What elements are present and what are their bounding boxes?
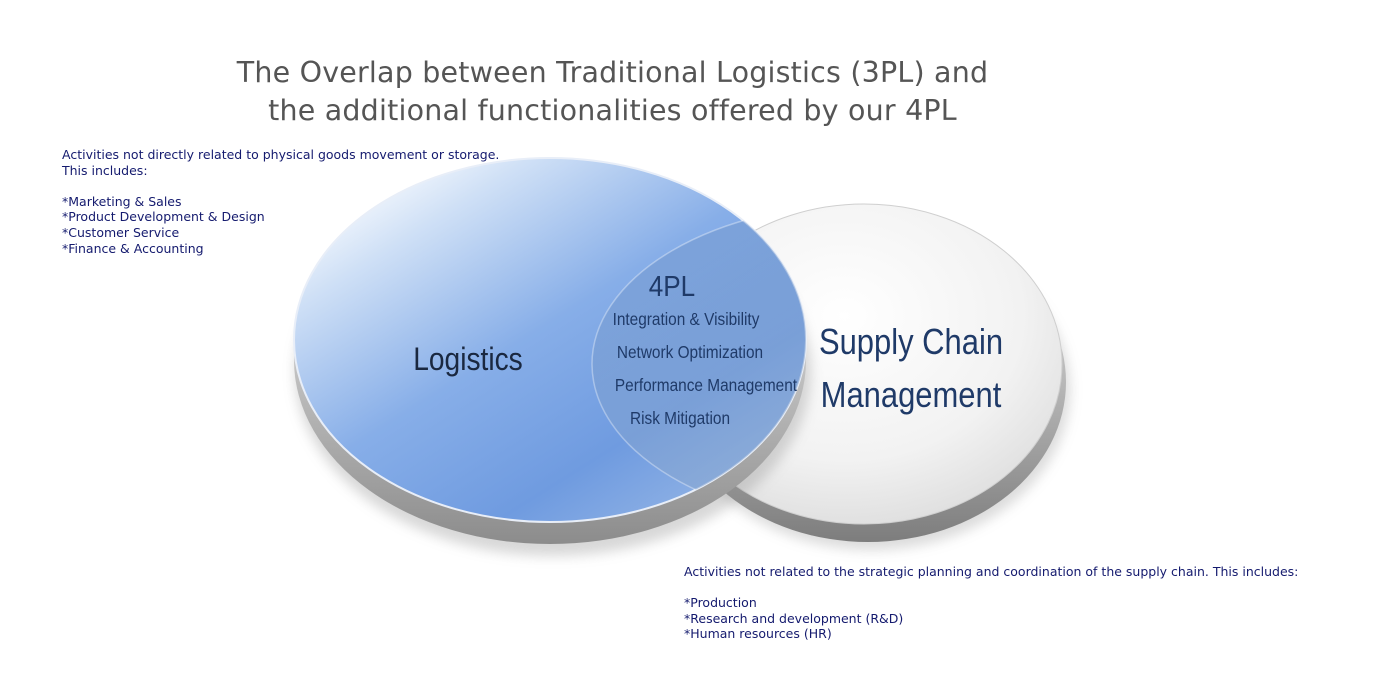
overlap-item-integration: Integration & Visibility [613, 310, 761, 329]
left-note-item: *Customer Service [62, 224, 180, 240]
overlap-item-network: Network Optimization [617, 343, 763, 362]
right-note-item: *Human resources (HR) [684, 626, 832, 642]
right-note-item: *Research and development (R&D) [684, 610, 904, 626]
left-note-item: *Finance & Accounting [62, 240, 204, 256]
right-note-item: *Production [684, 595, 757, 611]
left-note-item: *Marketing & Sales [62, 193, 182, 209]
right-note: Activities not related to the strategic … [684, 564, 1298, 642]
left-note-item: *Product Development & Design [62, 209, 265, 225]
left-note-intro-2: This includes: [62, 162, 148, 178]
supply-chain-label-line-1: Supply Chain [819, 323, 1003, 363]
title-line-1: The Overlap between Traditional Logistic… [236, 56, 989, 89]
overlap-region [591, 203, 806, 522]
logistics-label: Logistics [413, 342, 523, 377]
overlap-item-risk: Risk Mitigation [630, 409, 730, 428]
overlap-item-performance: Performance Management [615, 376, 798, 395]
left-note: Activities not directly related to physi… [62, 147, 499, 256]
left-note-intro-1: Activities not directly related to physi… [62, 147, 500, 162]
title-line-2: the additional functionalities offered b… [268, 94, 957, 127]
overlap-title-4pl: 4PL [649, 270, 695, 303]
right-note-gap [684, 580, 1298, 596]
diagram-title: The Overlap between Traditional Logistic… [190, 54, 1035, 130]
supply-chain-label-line-2: Management [821, 376, 1002, 416]
right-note-intro: Activities not related to the strategic … [684, 564, 1299, 579]
